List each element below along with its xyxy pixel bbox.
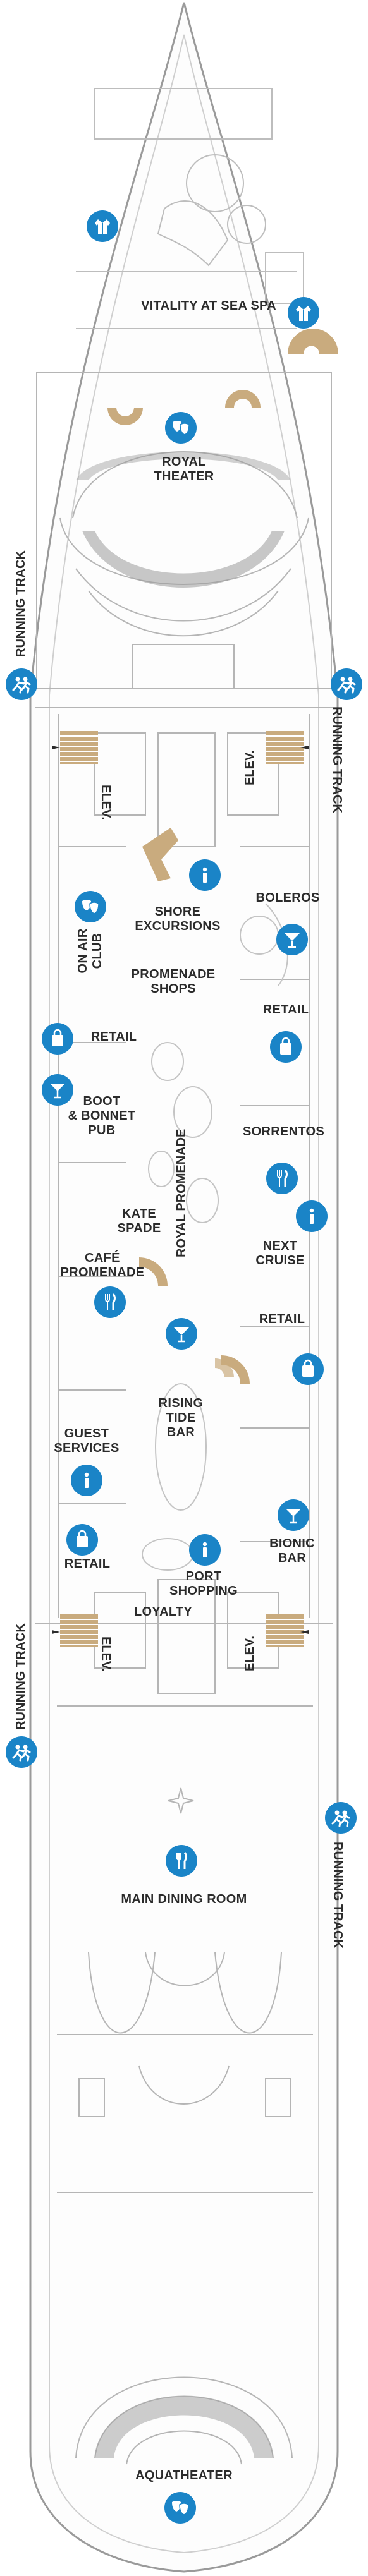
stair-fwd-stbd — [265, 730, 304, 765]
robe-glyph — [95, 219, 110, 234]
loyalty-label: LOYALTY — [133, 1605, 193, 1619]
bag-glyph — [280, 1037, 291, 1055]
masks-glyph — [172, 2501, 189, 2515]
bag-glyph — [302, 1359, 314, 1377]
spa-icon[interactable] — [87, 210, 118, 242]
cutlery-glyph — [176, 1852, 187, 1869]
dining-area — [57, 1705, 313, 2193]
bag-glyph — [52, 1029, 63, 1046]
stair-aft-stbd — [265, 1614, 304, 1648]
bar-icon[interactable] — [42, 1074, 73, 1106]
info-glyph — [202, 1542, 207, 1557]
bag-glyph — [77, 1530, 88, 1547]
sorrentos-label: SORRENTOS — [243, 1125, 325, 1139]
spa-area — [76, 88, 304, 329]
shopping-bag-icon[interactable] — [292, 1353, 324, 1385]
running-icon[interactable] — [6, 668, 37, 700]
info-icon[interactable] — [189, 859, 221, 891]
masks-glyph — [173, 421, 190, 435]
royal-promenade-label: ROYAL PROMENADE — [175, 1128, 188, 1257]
bionic-bar-label: BIONIC BAR — [269, 1537, 315, 1565]
retail-label-3: RETAIL — [259, 1312, 305, 1326]
promenade-stair-3 — [221, 1355, 250, 1384]
kate-spade-label: KATE SPADE — [117, 1207, 161, 1235]
bar-icon[interactable] — [276, 924, 308, 955]
promenade-shops-label: PROMENADE SHOPS — [131, 967, 216, 996]
spa-icon-2[interactable] — [288, 297, 319, 329]
cocktail-glyph — [50, 1084, 65, 1099]
running-icon[interactable] — [325, 1802, 357, 1834]
theater-label: ROYAL THEATER — [154, 455, 214, 483]
runner-glyph — [12, 1745, 31, 1762]
port-shopping-label: PORT SHOPPING — [169, 1569, 238, 1598]
cutlery-glyph — [105, 1293, 116, 1310]
running-icon[interactable] — [6, 1736, 37, 1768]
hull-outline — [29, 2, 339, 2573]
aquatheater-label: AQUATHEATER — [135, 2469, 233, 2482]
shopping-bag-icon[interactable] — [66, 1524, 98, 1556]
next-cruise-label: NEXT CRUISE — [255, 1239, 305, 1267]
info-glyph — [309, 1208, 314, 1224]
theater-seating — [76, 452, 291, 588]
info-icon[interactable] — [189, 1534, 221, 1566]
info-icon[interactable] — [296, 1200, 328, 1232]
info-glyph — [202, 867, 207, 883]
running-track-label-3: RUNNING TRACK — [14, 1623, 28, 1730]
dining-icon[interactable] — [94, 1286, 126, 1318]
masks-glyph — [82, 900, 99, 914]
stair-aft-port — [59, 1614, 99, 1648]
bar-icon[interactable] — [166, 1318, 197, 1350]
promenade-stair-1 — [142, 828, 178, 881]
stair-fwd-port — [59, 730, 99, 765]
shopping-bag-icon[interactable] — [42, 1023, 73, 1055]
elev-label-2: ELEV. — [243, 750, 257, 785]
runner-glyph — [331, 1810, 350, 1827]
retail-label-2: RETAIL — [262, 1003, 309, 1017]
rising-tide-label: RISING TIDE BAR — [158, 1396, 204, 1439]
info-glyph — [84, 1472, 89, 1488]
cocktail-glyph — [174, 1327, 189, 1343]
runner-glyph — [12, 677, 31, 694]
boleros-label: BOLEROS — [255, 891, 320, 905]
bar-icon[interactable] — [278, 1499, 309, 1531]
cocktail-glyph — [286, 1509, 301, 1524]
main-dining-label: MAIN DINING ROOM — [121, 1892, 247, 1906]
on-air-club-label: ON AIR CLUB — [76, 928, 104, 974]
boot-bonnet-label: BOOT & BONNET PUB — [68, 1094, 136, 1137]
shore-excursions-label: SHORE EXCURSIONS — [135, 905, 221, 933]
dining-icon[interactable] — [266, 1163, 298, 1194]
retail-label-1: RETAIL — [90, 1030, 137, 1044]
cafe-promenade-label: CAFÉ PROMENADE — [60, 1251, 145, 1279]
aquatheater-seating — [95, 2396, 273, 2458]
runner-glyph — [337, 677, 356, 694]
elev-label-1: ELEV. — [99, 785, 113, 820]
guest-services-label: GUEST SERVICES — [54, 1427, 120, 1455]
running-track-label-1: RUNNING TRACK — [14, 550, 28, 657]
promenade-stair-4 — [215, 1358, 234, 1377]
elev-label-4: ELEV. — [243, 1636, 257, 1671]
club-icon[interactable] — [75, 891, 106, 922]
theater-icon[interactable] — [164, 2492, 196, 2524]
promenade-stair-2 — [139, 1257, 168, 1286]
spa-label: VITALITY AT SEA SPA — [141, 299, 276, 313]
theater-icon[interactable] — [165, 412, 197, 444]
inner-hull — [49, 34, 319, 2554]
shopping-bag-icon[interactable] — [270, 1031, 302, 1063]
cocktail-glyph — [285, 933, 300, 948]
running-icon[interactable] — [331, 668, 362, 700]
running-track-label-2: RUNNING TRACK — [330, 706, 344, 813]
spa-stair — [288, 329, 338, 354]
cutlery-glyph — [277, 1170, 288, 1187]
retail-label-4: RETAIL — [64, 1557, 111, 1571]
theater-stair-right — [225, 390, 261, 408]
theater-stair-left — [107, 408, 143, 425]
dining-icon[interactable] — [166, 1845, 197, 1877]
running-track-label-4: RUNNING TRACK — [331, 1842, 345, 1949]
theater-area — [36, 372, 332, 689]
elev-label-3: ELEV. — [99, 1636, 113, 1672]
info-icon[interactable] — [71, 1465, 102, 1496]
robe-glyph — [296, 306, 311, 321]
